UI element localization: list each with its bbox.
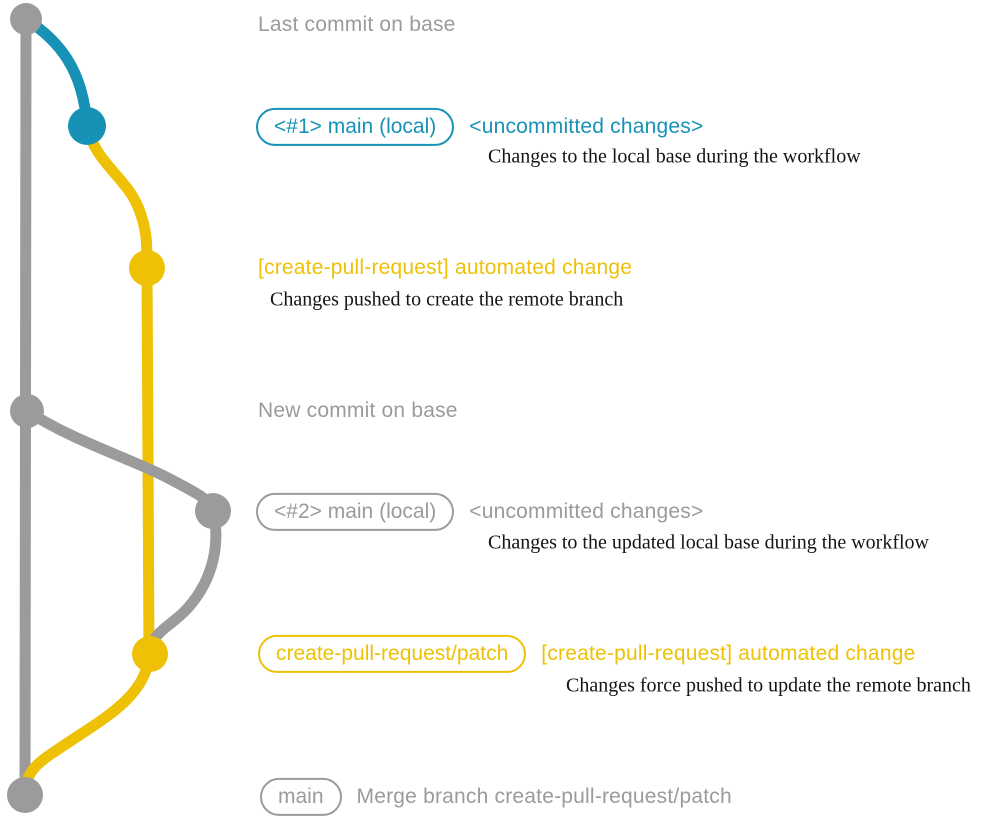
row-automated-change-1: [create-pull-request] automated change [258, 256, 632, 280]
description-uncommitted-2: Changes to the updated local base during… [488, 531, 929, 554]
yellow-branch-upper-curve [81, 124, 153, 269]
commit-message-merge: Merge branch create-pull-request/patch [356, 784, 732, 808]
description-uncommitted-1: Changes to the local base during the wor… [488, 145, 861, 168]
description-automated-1: Changes pushed to create the remote bran… [270, 288, 624, 311]
commit-dot-last-base [10, 3, 42, 35]
gray-update-curve-upper [24, 406, 219, 514]
description-automated-2: Changes force pushed to update the remot… [566, 674, 971, 697]
row-main-local-2: <#2> main (local) <uncommitted changes> [256, 492, 704, 532]
commit-dot-main-local-2 [195, 493, 231, 529]
yellow-branch-merge-curve [19, 655, 155, 793]
commit-message-automated-1: [create-pull-request] automated change [258, 256, 633, 279]
commit-message-uncommitted-1: <uncommitted changes> [469, 114, 704, 138]
branch-badge-main: main [260, 777, 342, 817]
branch-badge-main-local-1: <#1> main (local) [256, 107, 455, 147]
yellow-branch-vertical-line [141, 267, 155, 655]
commit-dot-merge [7, 777, 43, 813]
branch-badge-main-local-2: <#2> main (local) [256, 492, 455, 532]
commit-message-automated-2: [create-pull-request] automated change [541, 641, 916, 665]
git-graph [7, 3, 231, 813]
row-new-commit: New commit on base [258, 399, 458, 423]
row-patch-branch: create-pull-request/patch [create-pull-r… [258, 634, 916, 674]
row-last-commit: Last commit on base [258, 13, 456, 37]
row-main-local-1: <#1> main (local) <uncommitted changes> [256, 107, 704, 147]
row-merge: main Merge branch create-pull-request/pa… [260, 777, 732, 817]
commit-dot-new-base [10, 394, 44, 428]
caption-last-commit: Last commit on base [258, 13, 456, 36]
caption-new-commit: New commit on base [258, 399, 458, 422]
commit-dot-main-local-1 [68, 107, 106, 145]
gray-update-curve-lower [144, 509, 222, 657]
branch-badge-patch: create-pull-request/patch [258, 634, 527, 674]
commit-dot-patch-branch [132, 636, 168, 672]
commit-message-uncommitted-2: <uncommitted changes> [469, 499, 704, 523]
commit-dot-automated-change-1 [129, 250, 165, 286]
